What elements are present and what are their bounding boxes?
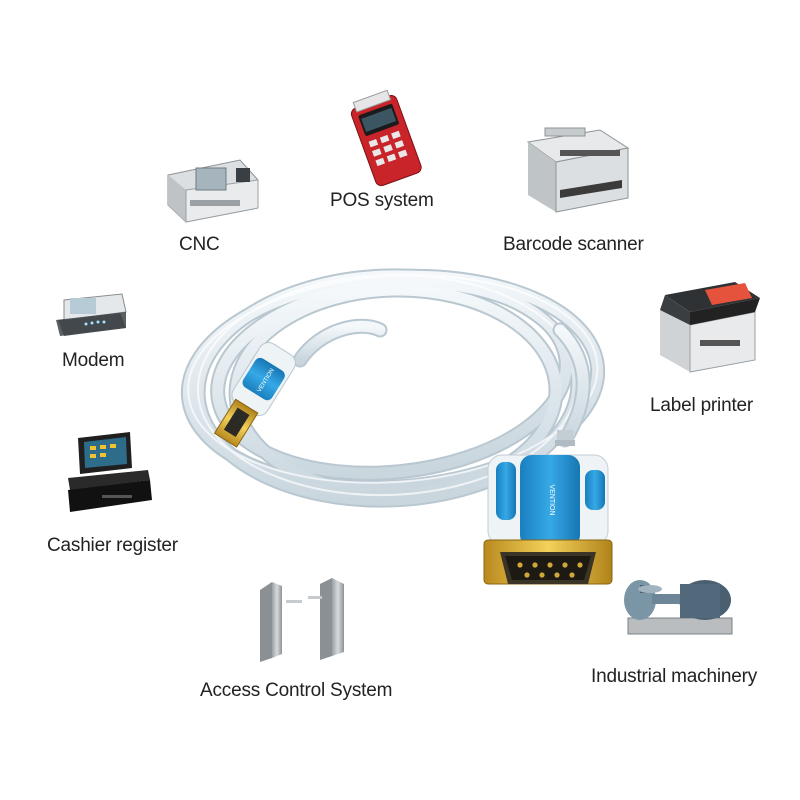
device-label-pos: POS system bbox=[330, 190, 434, 211]
device-label-label-printer: Label printer bbox=[650, 395, 754, 416]
pos-terminal-icon bbox=[350, 89, 422, 187]
cable-coil bbox=[180, 268, 606, 508]
modem-icon bbox=[56, 293, 127, 336]
cash-register-icon bbox=[68, 432, 152, 512]
cnc-machine-icon bbox=[167, 159, 259, 223]
scanner-copier-icon bbox=[526, 127, 630, 213]
turnstile-gate-icon bbox=[260, 578, 344, 662]
svg-text:VENTION: VENTION bbox=[548, 484, 555, 515]
device-label-cashier: Cashier register bbox=[47, 535, 178, 556]
device-label-cnc: CNC bbox=[179, 234, 220, 255]
pump-motor-icon bbox=[624, 580, 733, 635]
usb-a-connector: VENTION bbox=[213, 342, 296, 448]
device-label-industrial: Industrial machinery bbox=[591, 666, 758, 687]
device-label-barcode: Barcode scanner bbox=[503, 234, 644, 255]
printer-icon bbox=[660, 282, 760, 373]
device-label-modem: Modem bbox=[62, 350, 125, 371]
db9-connector: VENTION bbox=[483, 430, 613, 585]
device-label-access: Access Control System bbox=[200, 680, 393, 701]
